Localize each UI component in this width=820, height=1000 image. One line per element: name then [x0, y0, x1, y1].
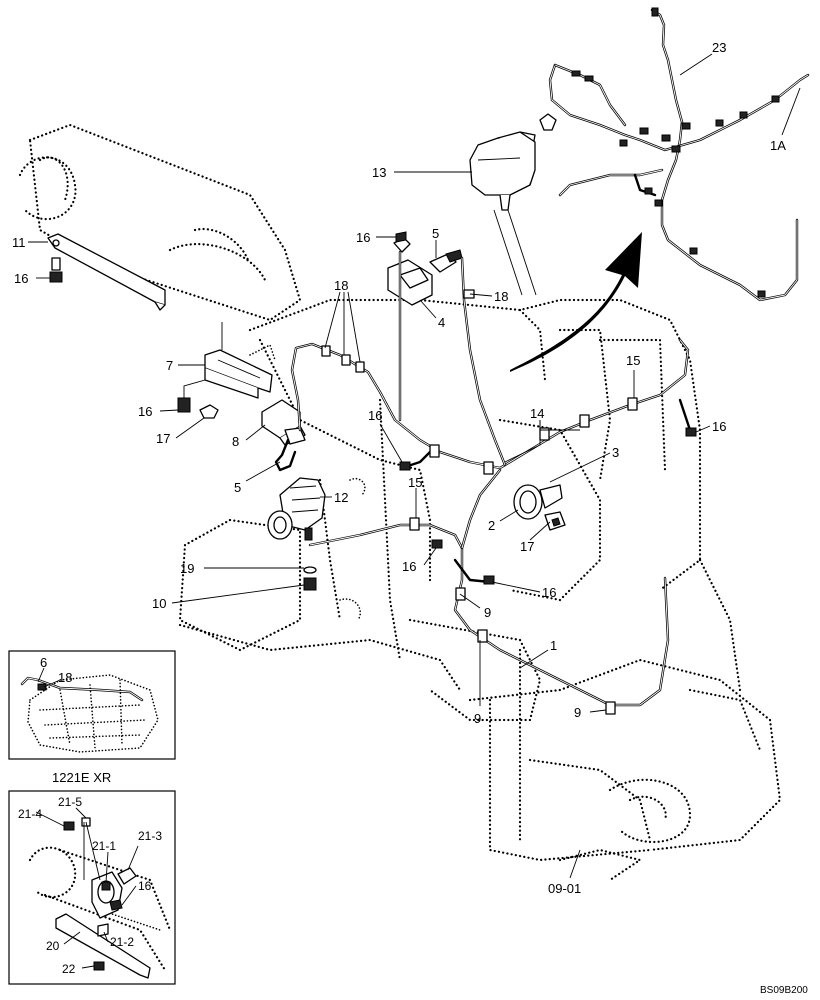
- callout-2: 2: [488, 518, 495, 533]
- harness-1: [290, 256, 697, 715]
- callout-5: 5: [234, 480, 241, 495]
- callout-9: 9: [574, 705, 581, 720]
- inset-callout-6: 6: [40, 655, 47, 670]
- callout-13: 13: [372, 165, 386, 180]
- inset-callout-21-3: 21-3: [138, 829, 162, 843]
- callout-16: 16: [402, 559, 416, 574]
- drawing-code: BS09B200: [760, 985, 808, 996]
- callout-16: 16: [14, 271, 28, 286]
- callout-12: 12: [334, 490, 348, 505]
- inset-callout-18: 18: [58, 670, 72, 685]
- sensor-2: [513, 484, 566, 531]
- callout-7: 7: [166, 358, 173, 373]
- callout-5: 5: [432, 226, 439, 241]
- horn-12: [267, 477, 326, 541]
- callout-15: 15: [408, 475, 422, 490]
- callout-4: 4: [438, 315, 445, 330]
- callout-9: 9: [474, 711, 481, 726]
- callout-1a: 1A: [770, 138, 786, 153]
- inset-callout-16: 16: [138, 879, 152, 893]
- callout-9: 9: [484, 605, 491, 620]
- callout-23: 23: [712, 40, 726, 55]
- callout-labels: 23 1A 13 16 5 11 16 18 18 4 7 16 17 8 5 …: [12, 40, 786, 896]
- inset-bracket-detail: 21-4 21-5 21-3 21-1 16 20 21-2 22: [8, 790, 176, 985]
- callout-8: 8: [232, 434, 239, 449]
- work-lamp: [469, 131, 536, 211]
- inset-callout-21-1: 21-1: [92, 839, 116, 853]
- inset-1221e-xr: 6 18 1221E XR: [8, 650, 176, 785]
- bracket-11: [47, 233, 166, 311]
- callout-16: 16: [356, 230, 370, 245]
- callout-15: 15: [626, 353, 640, 368]
- inset-callout-22: 22: [62, 962, 76, 976]
- callout-19: 19: [180, 561, 194, 576]
- callout-10: 10: [152, 596, 166, 611]
- callout-3: 3: [612, 445, 619, 460]
- callout-18: 18: [494, 289, 508, 304]
- inset-callout-20: 20: [46, 939, 60, 953]
- leader-lines: [28, 53, 801, 879]
- callout-16: 16: [368, 408, 382, 423]
- inset-caption: 1221E XR: [52, 770, 111, 785]
- callout-14: 14: [530, 406, 544, 421]
- callout-11: 11: [12, 235, 26, 250]
- callout-16: 16: [712, 419, 726, 434]
- harness-1a: [539, 7, 810, 302]
- relay-bracket-4: [387, 231, 463, 422]
- hardware-19-10: [303, 566, 317, 591]
- inset-callout-21-5: 21-5: [58, 795, 82, 809]
- inset-callout-21-2: 21-2: [110, 935, 134, 949]
- callout-09-01: 09-01: [548, 881, 581, 896]
- callout-1: 1: [550, 638, 557, 653]
- callout-18: 18: [334, 278, 348, 293]
- direction-arrow: [510, 232, 642, 372]
- callout-16: 16: [542, 585, 556, 600]
- bracket-7: [177, 322, 273, 419]
- callout-16: 16: [138, 404, 152, 419]
- callout-17: 17: [520, 539, 534, 554]
- callout-17: 17: [156, 431, 170, 446]
- inset-callout-21-4: 21-4: [18, 807, 42, 821]
